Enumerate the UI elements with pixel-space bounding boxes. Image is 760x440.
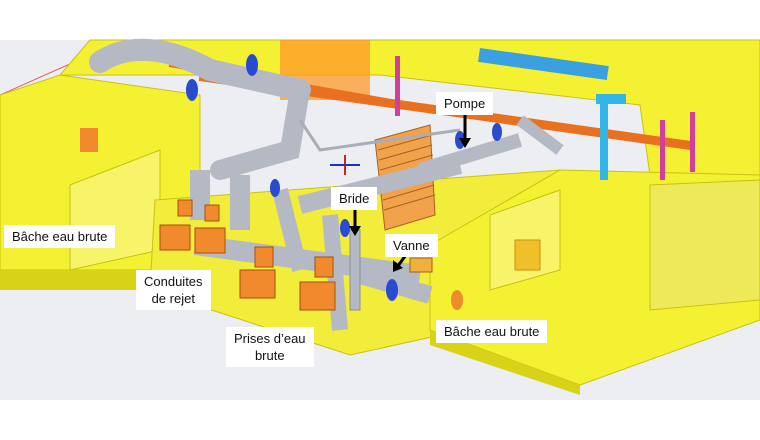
label-bache-right: Bâche eau brute [436,320,548,343]
label-bache-right-text: Bâche eau brute [444,324,540,339]
blue-flanges [186,54,502,301]
magenta-pipe [690,112,695,172]
label-vanne: Vanne [385,234,438,257]
pumps [159,199,433,311]
grey-pipes [89,38,564,331]
label-bride-text: Bride [339,191,370,206]
arrow-bride-head [349,226,361,236]
left-basin-hatch [80,128,98,152]
label-conduites-line2: de rejet [151,291,195,306]
magenta-pipe [660,120,665,180]
arrow-vanne-head [393,260,403,272]
label-prises: Prises d’eau brute [226,327,314,367]
blue-duct [478,48,609,80]
label-bache-left-text: Bâche eau brute [12,229,108,244]
water-pipe-vertical [600,100,608,180]
water-pipe-elbow [596,94,626,104]
bride-marker [330,155,360,175]
label-pompe-text: Pompe [444,96,486,111]
arrow-pompe-head [459,138,471,148]
right-basin-box [514,239,541,271]
label-conduites-line1: Conduites [144,274,203,289]
magenta-pipe [395,56,400,116]
right-basin-hatch [451,290,463,310]
right-basin-side [649,179,760,311]
label-pompe: Pompe [436,92,494,115]
label-bride: Bride [331,187,378,210]
callout-arrows [349,115,471,272]
label-prises-line1: Prises d’eau [234,331,306,346]
label-bache-left: Bâche eau brute [4,225,116,248]
label-vanne-text: Vanne [393,238,430,253]
label-prises-line2: brute [254,348,285,363]
right-basin-base [430,330,580,395]
label-conduites: Conduites de rejet [136,270,211,310]
